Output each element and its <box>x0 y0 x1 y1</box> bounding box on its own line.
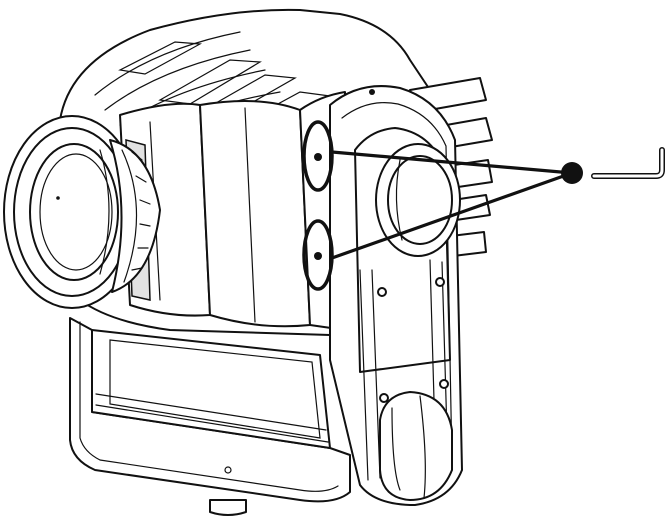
fixture-base <box>69 317 351 516</box>
hex-key-icon <box>591 147 665 179</box>
callout-lines <box>330 150 583 260</box>
lower-tilt-lock-screw <box>302 219 334 291</box>
callout-dot <box>561 162 583 184</box>
upper-tilt-lock-screw <box>302 120 334 192</box>
yoke-arm-right <box>329 85 463 506</box>
front-lens <box>3 115 161 309</box>
